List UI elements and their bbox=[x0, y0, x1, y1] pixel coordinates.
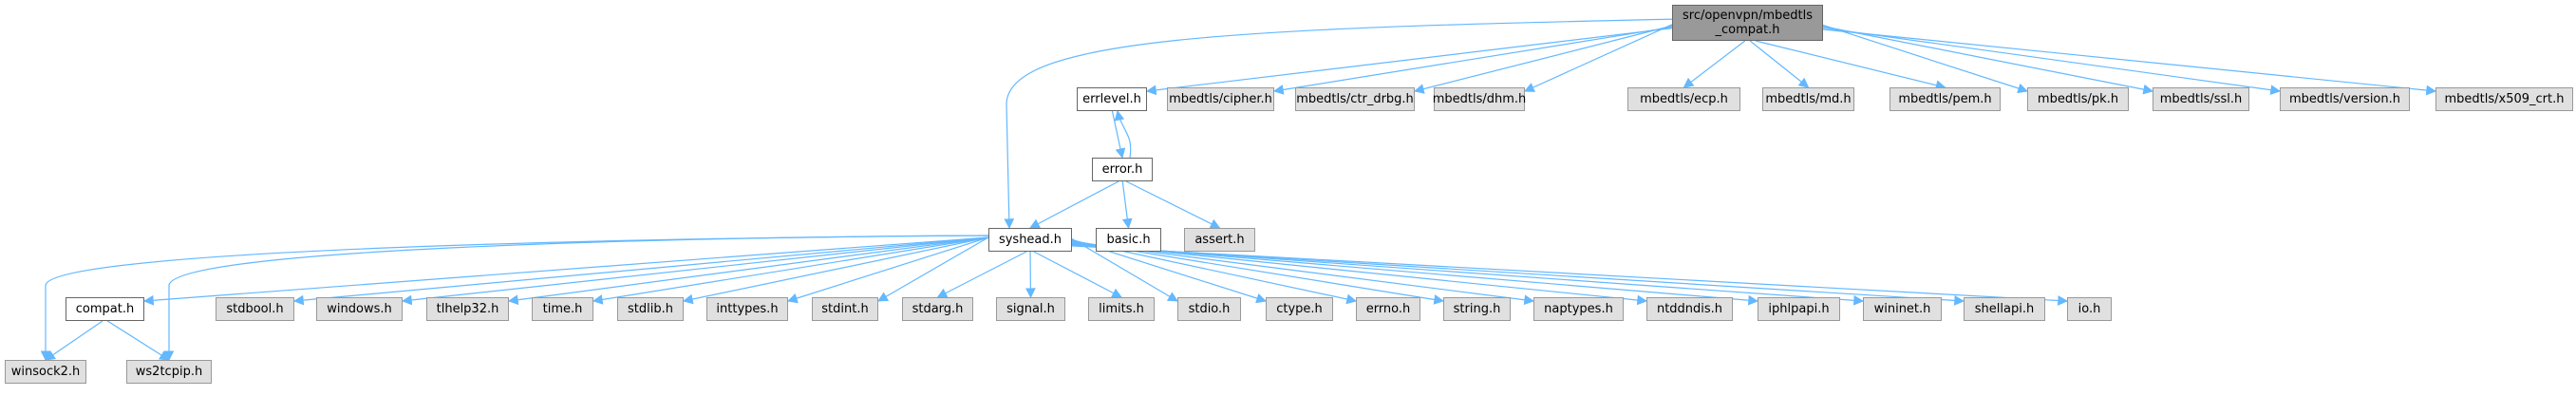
node-dhm[interactable]: mbedtls/dhm.h bbox=[1433, 87, 1526, 111]
node-stdio[interactable]: stdio.h bbox=[1177, 297, 1241, 321]
node-string[interactable]: string.h bbox=[1443, 297, 1511, 321]
node-limits[interactable]: limits.h bbox=[1088, 297, 1155, 321]
node-wininet[interactable]: wininet.h bbox=[1863, 297, 1942, 321]
edge-root-to-ctr-drbg bbox=[1413, 25, 1673, 94]
edge-syshead-to-stdint bbox=[877, 236, 989, 302]
edge-root-to-syshead bbox=[1004, 18, 1682, 230]
node-assert[interactable]: assert.h bbox=[1184, 228, 1255, 252]
edge-syshead-to-ntddndis bbox=[1071, 241, 1648, 306]
edge-syshead-to-tlhelp32 bbox=[507, 236, 989, 306]
edge-syshead-to-ws2tcpip bbox=[163, 235, 989, 362]
edge-root-to-cipher bbox=[1272, 26, 1673, 95]
edge-syshead-to-stdlib bbox=[682, 236, 989, 305]
edge-root-to-ecp bbox=[1683, 40, 1746, 88]
edge-syshead-to-stdarg bbox=[936, 251, 1027, 298]
edge-error-to-assert bbox=[1125, 180, 1221, 229]
edge-root-to-dhm bbox=[1524, 24, 1673, 92]
edge-root-to-errlevel bbox=[1145, 28, 1673, 96]
node-winsock2[interactable]: winsock2.h bbox=[5, 360, 86, 384]
node-x509[interactable]: mbedtls/x509_crt.h bbox=[2435, 87, 2573, 111]
node-stdbool[interactable]: stdbool.h bbox=[216, 297, 294, 321]
node-ctype[interactable]: ctype.h bbox=[1266, 297, 1333, 321]
node-pk[interactable]: mbedtls/pk.h bbox=[2027, 87, 2129, 111]
node-stdarg[interactable]: stdarg.h bbox=[902, 297, 973, 321]
node-stdlib[interactable]: stdlib.h bbox=[617, 297, 684, 321]
node-stdint[interactable]: stdint.h bbox=[812, 297, 878, 321]
edge-root-to-md bbox=[1749, 40, 1810, 88]
edge-syshead-to-io bbox=[1071, 245, 2069, 306]
node-shellapi[interactable]: shellapi.h bbox=[1964, 297, 2045, 321]
node-ctr-drbg[interactable]: mbedtls/ctr_drbg.h bbox=[1295, 87, 1415, 111]
edge-syshead-to-naptypes bbox=[1071, 241, 1535, 306]
edge-syshead-to-time bbox=[592, 236, 989, 305]
node-basic[interactable]: basic.h bbox=[1096, 228, 1161, 252]
edge-syshead-to-compat bbox=[142, 236, 989, 306]
node-io[interactable]: io.h bbox=[2067, 297, 2112, 321]
node-signal[interactable]: signal.h bbox=[996, 297, 1065, 321]
node-ecp[interactable]: mbedtls/ecp.h bbox=[1627, 87, 1740, 111]
edge-error-to-errlevel bbox=[1114, 109, 1132, 159]
node-compat[interactable]: compat.h bbox=[66, 297, 144, 321]
edge-root-to-pk bbox=[1822, 24, 2029, 94]
edge-syshead-to-stdio bbox=[1071, 237, 1178, 302]
node-iphlpapi[interactable]: iphlpapi.h bbox=[1758, 297, 1840, 321]
node-syshead[interactable]: syshead.h bbox=[988, 228, 1072, 252]
edge-root-to-version bbox=[1822, 27, 2282, 96]
node-errno[interactable]: errno.h bbox=[1356, 297, 1420, 321]
edge-syshead-to-stdbool bbox=[292, 236, 989, 306]
edge-syshead-to-inttypes bbox=[786, 236, 989, 304]
node-ntddndis[interactable]: ntddndis.h bbox=[1646, 297, 1733, 321]
node-cipher[interactable]: mbedtls/cipher.h bbox=[1167, 87, 1274, 111]
node-naptypes[interactable]: naptypes.h bbox=[1533, 297, 1624, 321]
edge-error-to-basic bbox=[1121, 180, 1133, 230]
node-pem[interactable]: mbedtls/pem.h bbox=[1890, 87, 2001, 111]
edge-error-to-syshead bbox=[1029, 180, 1119, 229]
node-version[interactable]: mbedtls/version.h bbox=[2280, 87, 2410, 111]
edge-compat-to-winsock2 bbox=[45, 320, 103, 361]
node-root[interactable]: src/openvpn/mbedtls _compat.h bbox=[1672, 5, 1823, 41]
node-tlhelp32[interactable]: tlhelp32.h bbox=[426, 297, 509, 321]
edge-root-to-pem bbox=[1755, 40, 1946, 90]
edge-compat-to-ws2tcpip bbox=[106, 320, 170, 361]
node-errlevel[interactable]: errlevel.h bbox=[1077, 87, 1147, 111]
node-ws2tcpip[interactable]: ws2tcpip.h bbox=[126, 360, 212, 384]
node-time[interactable]: time.h bbox=[532, 297, 593, 321]
edge-root-to-ssl bbox=[1822, 26, 2154, 95]
node-inttypes[interactable]: inttypes.h bbox=[706, 297, 788, 321]
node-windows[interactable]: windows.h bbox=[316, 297, 403, 321]
node-error[interactable]: error.h bbox=[1092, 158, 1153, 181]
edge-errlevel-to-error bbox=[1111, 110, 1126, 160]
node-ssl[interactable]: mbedtls/ssl.h bbox=[2153, 87, 2249, 111]
edge-root-to-x509 bbox=[1822, 28, 2437, 96]
edge-syshead-to-limits bbox=[1033, 251, 1122, 298]
node-md[interactable]: mbedtls/md.h bbox=[1762, 87, 1854, 111]
edge-syshead-to-windows bbox=[401, 236, 989, 306]
